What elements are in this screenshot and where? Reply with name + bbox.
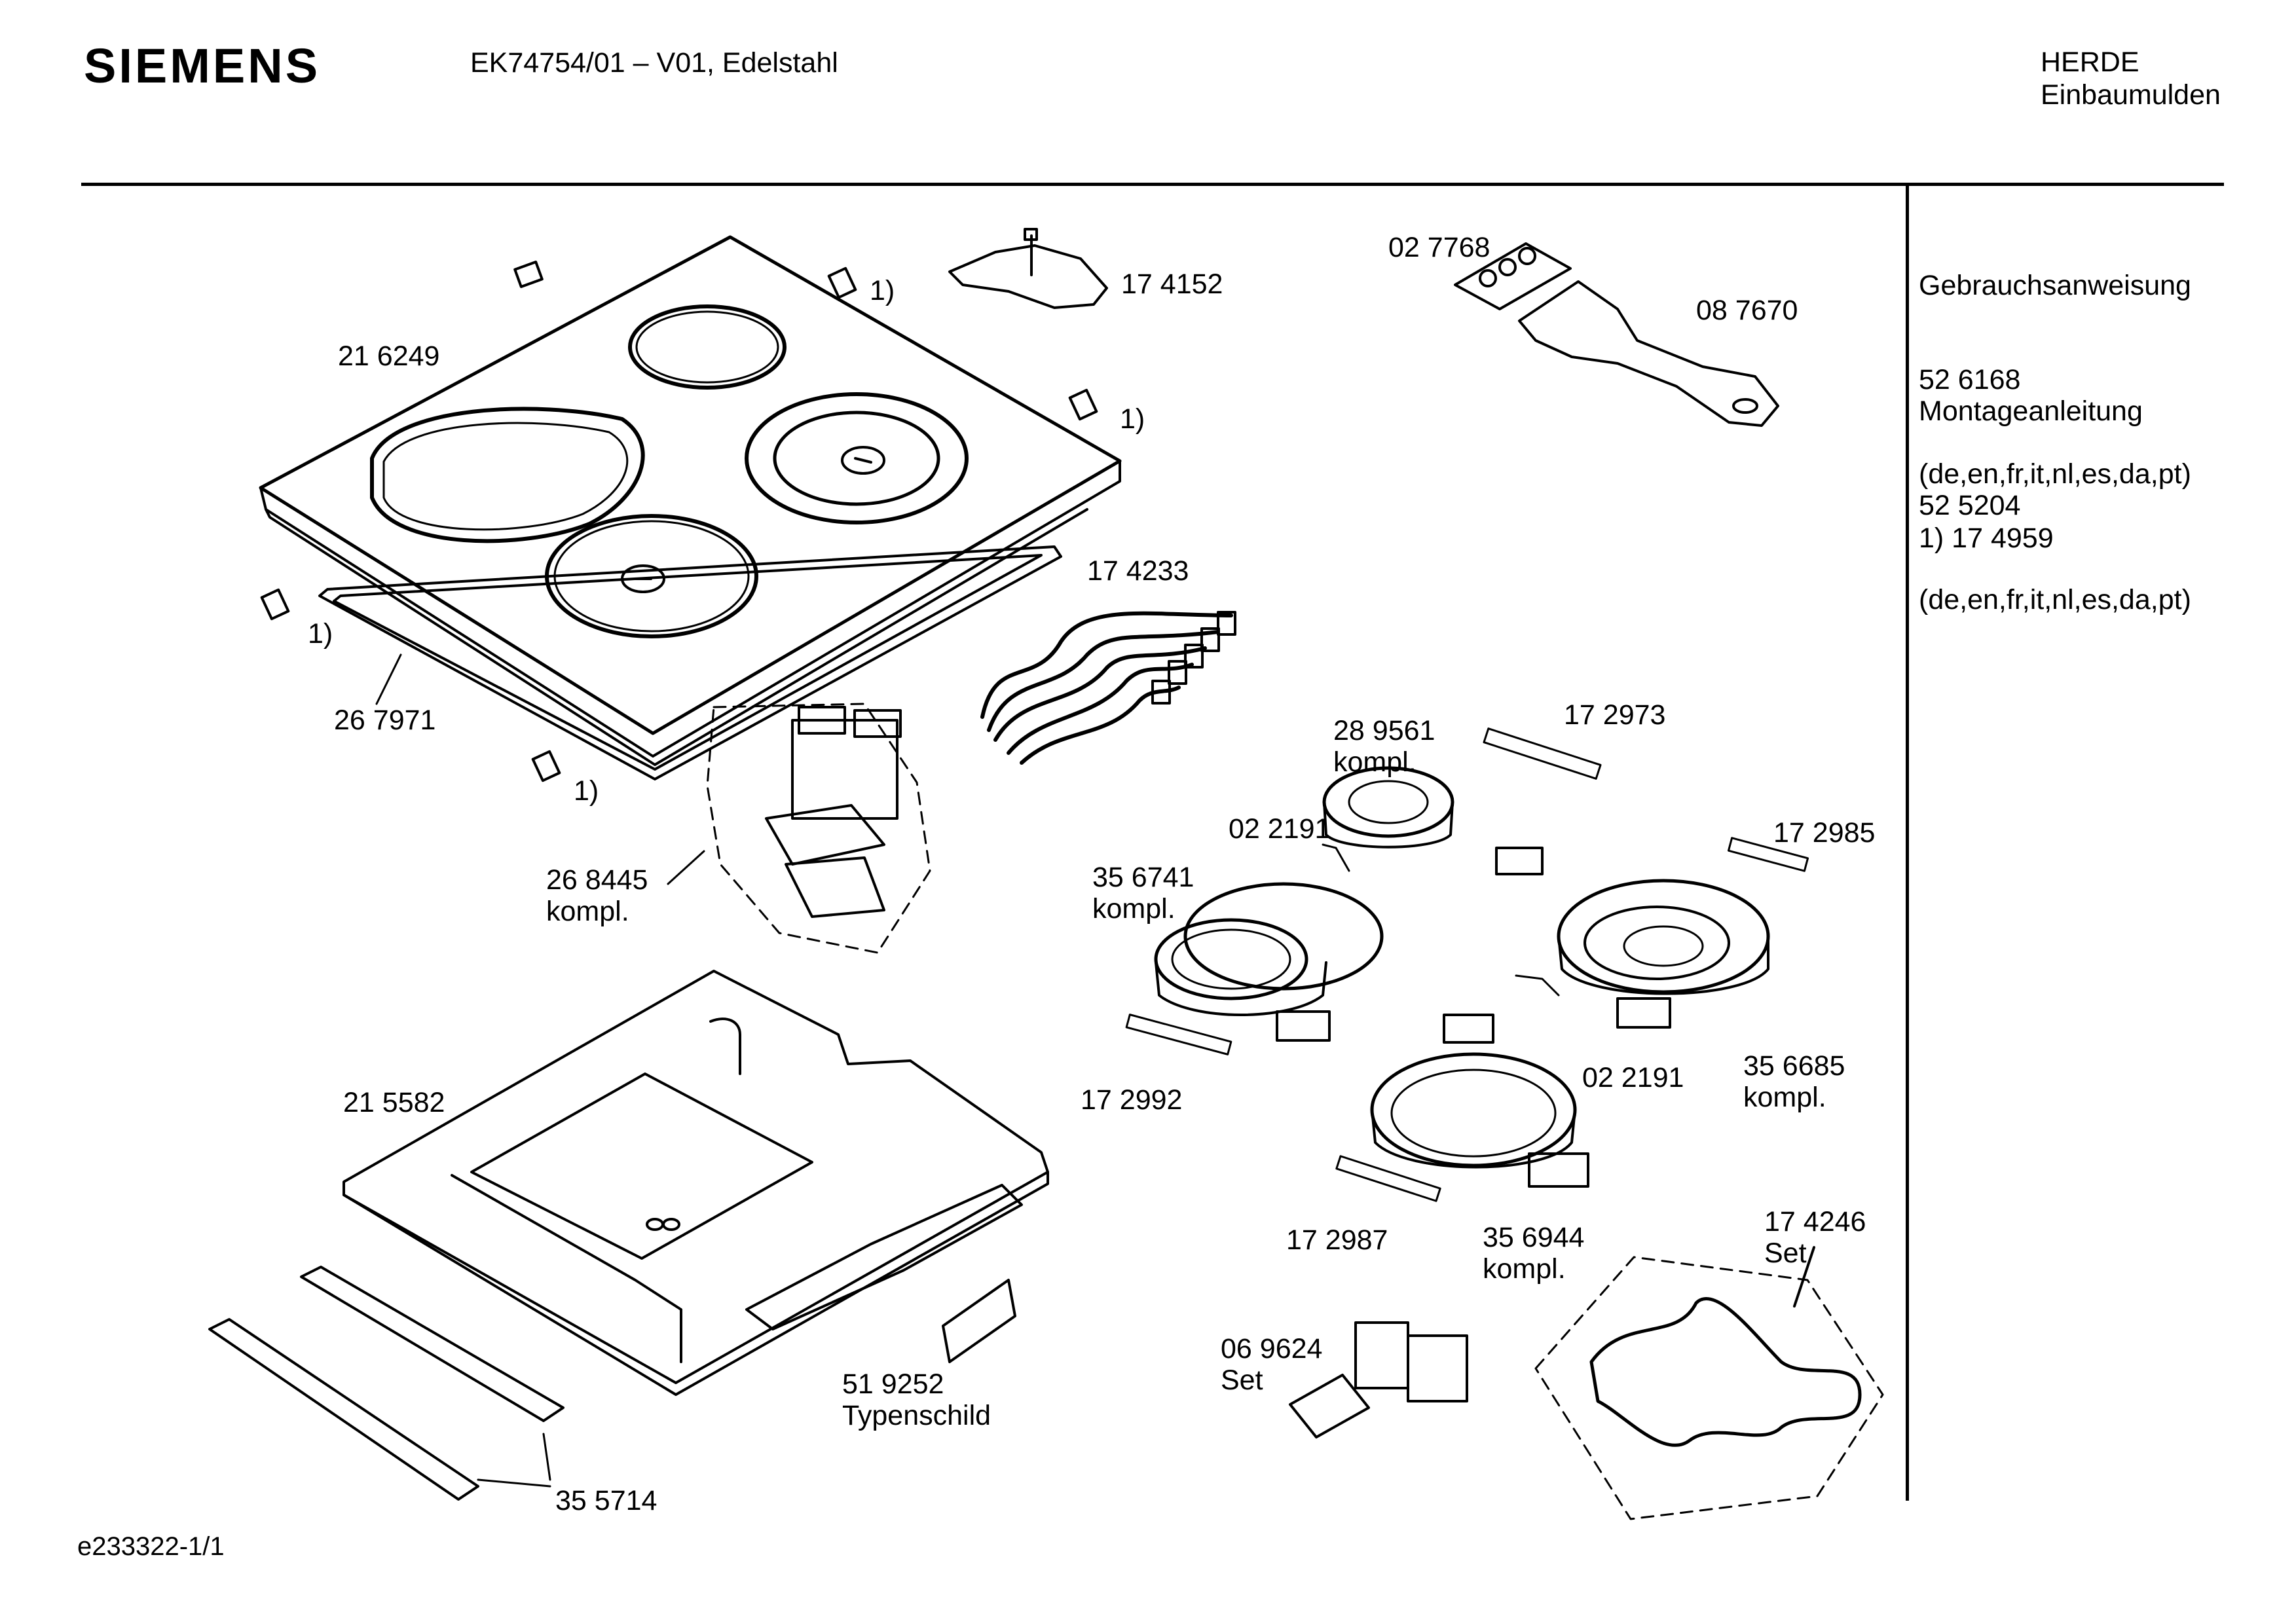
- part-number: 26 8445: [546, 864, 648, 896]
- footnote: 1) 17 4959: [1919, 522, 2054, 554]
- part-qualifier: Typenschild: [842, 1400, 991, 1431]
- assembly-languages: (de,en,fr,it,nl,es,da,pt): [1919, 584, 2191, 615]
- category-block: HERDE Einbaumulden: [2041, 46, 2221, 111]
- part-number: 35 6685: [1743, 1050, 1845, 1082]
- header-divider: [81, 183, 2224, 186]
- part-label-215582: 21 5582: [343, 1087, 445, 1118]
- part-number: 51 9252: [842, 1368, 944, 1400]
- mounting-rails: [208, 1266, 565, 1501]
- part-label-267971: 26 7971: [334, 705, 436, 736]
- heating-element-356685: [1557, 879, 1770, 1029]
- part-label-087670: 08 7670: [1696, 295, 1798, 326]
- gasket: [318, 545, 1062, 780]
- assembly-note: Montageanleitung 52 5204 (de,en,fr,it,nl…: [1919, 333, 2191, 647]
- part-number: 17 4246: [1764, 1206, 1866, 1237]
- heating-element-356741: [1154, 882, 1384, 1042]
- footnote-marker-a: 1): [870, 275, 895, 306]
- heating-element-289561: [1322, 766, 1544, 875]
- terminal-block-set: [1289, 1321, 1468, 1438]
- footnote-marker-b: 1): [1120, 403, 1145, 435]
- part-number: 06 9624: [1221, 1333, 1323, 1365]
- part-number: 28 9561: [1333, 715, 1435, 746]
- assembly-number: 52 5204: [1919, 490, 2021, 521]
- heating-coil-set: [1534, 1246, 1884, 1520]
- category-main: HERDE: [2041, 46, 2139, 78]
- footnote-marker-d: 1): [574, 775, 599, 807]
- part-label-172992: 17 2992: [1081, 1084, 1183, 1116]
- document-code: e233322-1/1: [77, 1532, 225, 1561]
- wire-connectors: [1151, 611, 1236, 705]
- part-qualifier: kompl.: [1743, 1082, 1826, 1113]
- mounting-springs: [1125, 727, 1809, 1202]
- manual-languages: (de,en,fr,it,nl,es,da,pt): [1919, 458, 2191, 490]
- part-label-172987: 17 2987: [1286, 1224, 1388, 1256]
- part-qualifier: Set: [1221, 1365, 1263, 1396]
- assembly-title: Montageanleitung: [1919, 395, 2143, 427]
- part-number: 35 6944: [1483, 1222, 1585, 1253]
- model-title: EK74754/01 – V01, Edelstahl: [470, 47, 838, 79]
- part-qualifier: kompl.: [1092, 893, 1176, 925]
- part-label-355714: 35 5714: [555, 1485, 657, 1516]
- part-label-289561: 28 9561 kompl.: [1333, 715, 1435, 778]
- part-label-174152: 17 4152: [1121, 268, 1223, 300]
- part-label-172985: 17 2985: [1773, 817, 1876, 849]
- part-label-268445: 26 8445 kompl.: [546, 864, 648, 927]
- part-label-216249: 21 6249: [338, 340, 440, 372]
- manual-note: Gebrauchsanweisung 52 6168 (de,en,fr,it,…: [1919, 207, 2191, 521]
- heating-element-356944: [1370, 1014, 1589, 1188]
- part-number: 35 6741: [1092, 862, 1194, 893]
- mounting-clips: [260, 261, 1098, 782]
- glass-cooktop: [259, 235, 1122, 766]
- manual-title: Gebrauchsanweisung: [1919, 270, 2191, 301]
- part-label-174246: 17 4246 Set: [1764, 1206, 1866, 1269]
- housing-tray: [343, 970, 1049, 1396]
- part-qualifier: Set: [1764, 1237, 1807, 1269]
- part-label-022191-b: 02 2191: [1582, 1062, 1684, 1093]
- manual-number: 52 6168: [1919, 364, 2021, 395]
- wire-harness: [980, 611, 1233, 765]
- rating-plate: [942, 1279, 1016, 1363]
- part-qualifier: kompl.: [1333, 746, 1416, 778]
- part-qualifier: kompl.: [546, 896, 629, 927]
- part-label-027768: 02 7768: [1388, 232, 1491, 263]
- category-sub: Einbaumulden: [2041, 79, 2221, 111]
- brand-logo: SIEMENS: [84, 39, 321, 93]
- part-label-022191-a: 02 2191: [1229, 813, 1331, 845]
- control-module: [667, 703, 931, 954]
- bracket-part: [948, 228, 1108, 309]
- part-label-172973: 17 2973: [1564, 699, 1666, 731]
- part-label-356944: 35 6944 kompl.: [1483, 1222, 1584, 1285]
- glass-scraper: [1454, 242, 1779, 427]
- part-label-069624: 06 9624 Set: [1221, 1333, 1322, 1396]
- part-qualifier: kompl.: [1483, 1253, 1566, 1285]
- footnote-marker-c: 1): [308, 618, 333, 650]
- part-label-519252: 51 9252 Typenschild: [842, 1368, 991, 1431]
- part-label-356741: 35 6741 kompl.: [1092, 862, 1194, 925]
- part-label-174233: 17 4233: [1087, 555, 1189, 587]
- sidebar-divider: [1906, 186, 1909, 1501]
- part-label-356685: 35 6685 kompl.: [1743, 1050, 1845, 1113]
